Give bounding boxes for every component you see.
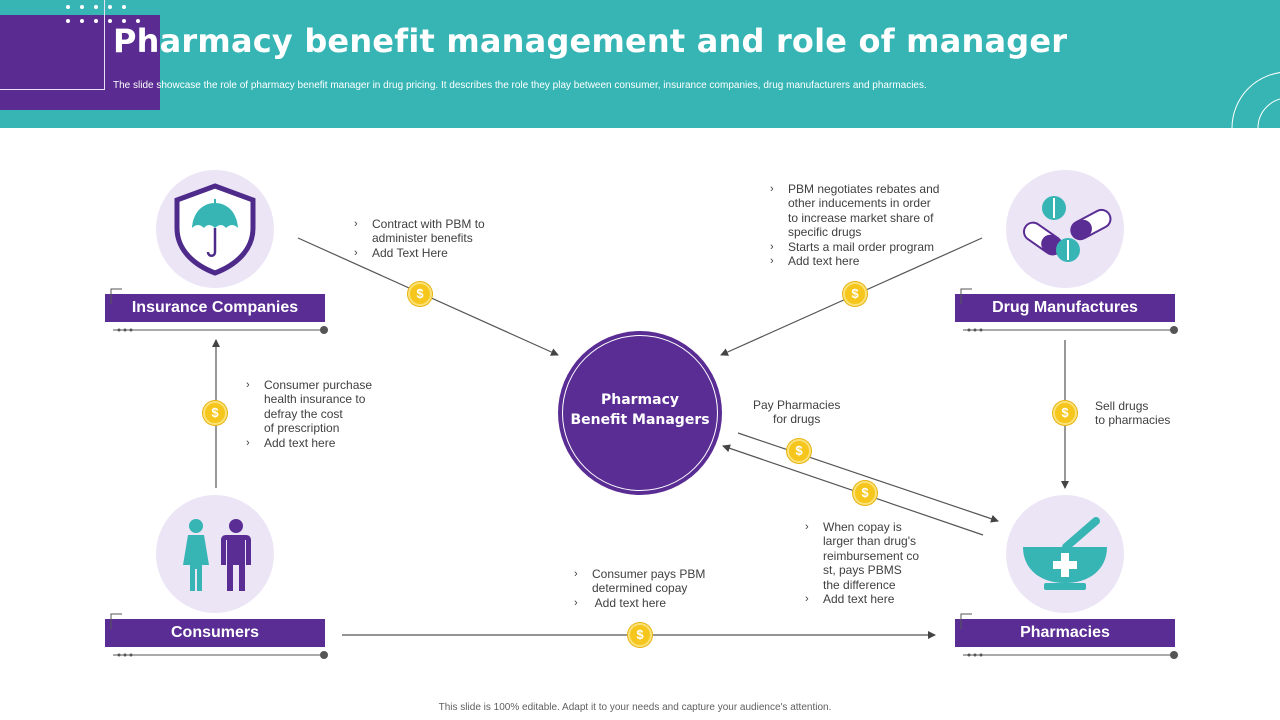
header-band: Pharmacy benefit management and role of … xyxy=(0,0,1280,128)
dollar-coin-icon: $ xyxy=(787,439,811,463)
note-drug-pharmacies: Sell drugs to pharmacies xyxy=(1095,399,1171,428)
note-item: Add text here xyxy=(244,436,372,451)
consumers-label-decoration xyxy=(110,613,328,659)
note-item: Add Text Here xyxy=(352,246,485,261)
arrow-pbm-to-pharmacies xyxy=(737,432,999,523)
pbm-label-line1: Pharmacy xyxy=(600,392,680,408)
consumers-icon-circle xyxy=(156,495,274,613)
footer-note: This slide is 100% editable. Adapt it to… xyxy=(438,702,832,713)
note-pbm-pharmacies: Pay Pharmacies for drugs xyxy=(753,398,841,427)
header-outline-frame xyxy=(0,0,105,90)
dollar-coin-icon: $ xyxy=(203,401,227,425)
page-title: Pharmacy benefit management and role of … xyxy=(113,22,1068,60)
note-item: Add text here xyxy=(572,596,705,611)
drug-icon-circle xyxy=(1006,170,1124,288)
pbm-center-label: Pharmacy Benefit Managers xyxy=(558,390,722,430)
insurance-label-decoration xyxy=(110,288,328,334)
pbm-label-line2: Benefit Managers xyxy=(570,412,710,428)
insurance-companies-label: Insurance Companies xyxy=(105,294,325,322)
pills-icon xyxy=(1022,196,1112,262)
page-subtitle: The slide showcase the role of pharmacy … xyxy=(113,80,927,91)
pbm-center-ring xyxy=(562,335,718,491)
dollar-coin-icon: $ xyxy=(628,623,652,647)
mortar-pestle-icon xyxy=(1023,517,1107,590)
dollar-coin-icon: $ xyxy=(843,282,867,306)
note-item: Add text here xyxy=(803,592,919,607)
pharmacies-label-decoration xyxy=(960,613,1178,659)
drug-label-decoration xyxy=(960,288,1178,334)
shield-umbrella-icon xyxy=(174,183,256,276)
pharmacies-label: Pharmacies xyxy=(955,619,1175,647)
people-icon xyxy=(183,519,251,591)
dollar-coin-icon: $ xyxy=(1053,401,1077,425)
dollar-coin-icon: $ xyxy=(408,282,432,306)
header-purple-block xyxy=(0,15,160,110)
insurance-icon-circle xyxy=(156,170,274,288)
dollar-coin-icon: $ xyxy=(853,481,877,505)
drug-manufactures-label: Drug Manufactures xyxy=(955,294,1175,322)
note-item: Starts a mail order program xyxy=(768,240,939,255)
pharmacies-icon-circle xyxy=(1006,495,1124,613)
note-item: Add text here xyxy=(768,254,939,269)
consumers-label: Consumers xyxy=(105,619,325,647)
